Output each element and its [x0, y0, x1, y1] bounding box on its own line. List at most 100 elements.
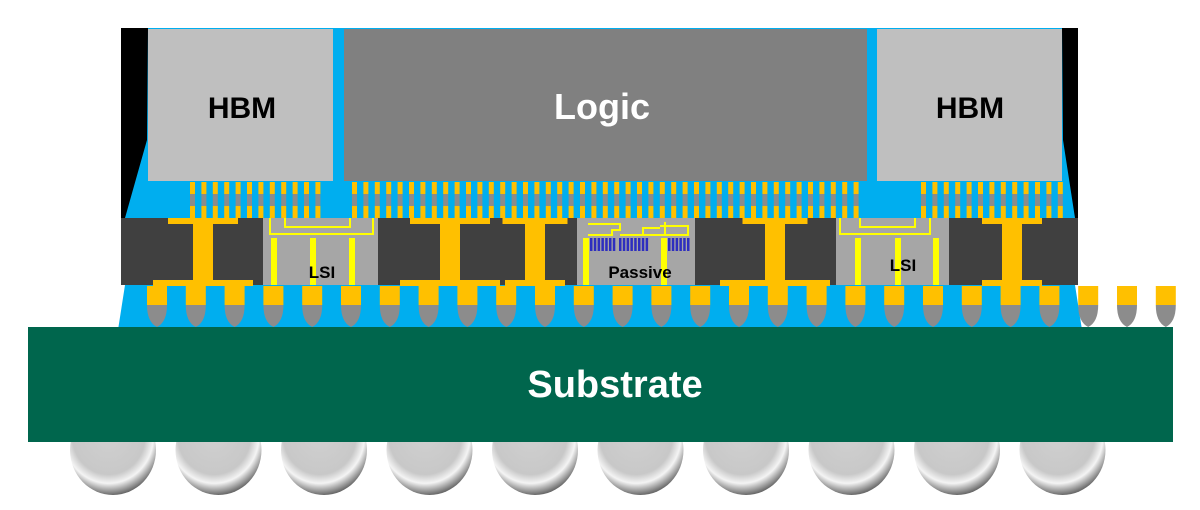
- micro-bump-pad: [545, 206, 551, 218]
- micro-bump-pad: [454, 206, 460, 218]
- c4-solder-cap: [612, 305, 633, 327]
- micro-bump-pad: [830, 206, 836, 218]
- micro-bump-pad: [751, 206, 756, 218]
- micro-bump-solder: [716, 194, 722, 206]
- micro-bump-pad: [269, 206, 275, 218]
- bridge-trace: [859, 218, 916, 228]
- c4-bump-pad: [496, 286, 517, 305]
- c4-solder-cap: [457, 305, 478, 327]
- c4-bump-array: [147, 286, 1176, 327]
- micro-bump-pad: [705, 206, 711, 218]
- micro-bump-pad: [500, 206, 506, 218]
- capacitor-cell: [679, 238, 682, 251]
- pillar-bottom-pad: [720, 280, 830, 286]
- micro-bump-pad: [796, 206, 802, 218]
- micro-bump-pad: [705, 182, 711, 194]
- micro-bump-pad: [671, 206, 677, 218]
- micro-bump-pad: [682, 182, 688, 194]
- capacitor-cell: [619, 238, 622, 251]
- c4-solder-cap: [884, 305, 905, 327]
- micro-bump-pad: [591, 206, 597, 218]
- micro-bump-pad: [443, 182, 449, 194]
- capacitor-cell: [645, 238, 649, 251]
- micro-bump-pad: [796, 182, 802, 194]
- micro-bump-pad: [511, 206, 517, 218]
- micro-bump-pad: [1057, 182, 1063, 194]
- micro-bump-pad: [374, 206, 380, 218]
- pillar-bottom-pad: [505, 280, 565, 286]
- micro-bump-pad: [568, 182, 574, 194]
- micro-bump-pad: [808, 206, 813, 218]
- micro-bump-pad: [235, 182, 241, 194]
- micro-bump-solder: [989, 194, 995, 206]
- c4-bump-pad: [263, 286, 284, 305]
- bridge-via: [661, 238, 667, 285]
- micro-bump-pad: [409, 206, 414, 218]
- micro-bump-pad: [190, 206, 195, 218]
- micro-bump-solder: [511, 194, 517, 206]
- micro-bump-pad: [773, 182, 779, 194]
- micro-bump-solder: [751, 194, 756, 206]
- c4-bump-pad: [1039, 286, 1060, 305]
- micro-bump-pad: [557, 206, 563, 218]
- micro-bump-pad: [762, 182, 768, 194]
- capacitor-cell: [605, 238, 608, 251]
- micro-bump-pad: [409, 182, 414, 194]
- micro-bump-solder: [591, 194, 597, 206]
- micro-bump-pad: [247, 206, 252, 218]
- micro-bump-pad: [315, 182, 321, 194]
- through-mold-via: [440, 218, 460, 285]
- micro-bump-pad: [466, 182, 471, 194]
- micro-bump-pad: [292, 206, 298, 218]
- micro-bump-solder: [224, 194, 230, 206]
- through-mold-via: [193, 218, 213, 285]
- bridge-trace: [839, 218, 931, 235]
- micro-bump-pad: [989, 182, 995, 194]
- micro-bump-pad: [443, 206, 449, 218]
- micro-bump-pad: [258, 206, 264, 218]
- c4-bump-pad: [884, 286, 905, 305]
- c4-bump-pad: [341, 286, 361, 305]
- micro-bump-solder: [190, 194, 195, 206]
- c4-solder-cap: [729, 305, 749, 327]
- micro-bump-pad: [648, 206, 654, 218]
- micro-bump-pad: [728, 182, 734, 194]
- micro-bump-pad: [659, 182, 665, 194]
- micro-bump-pad: [671, 182, 677, 194]
- micro-bump-pad: [420, 182, 426, 194]
- micro-bump-pad: [212, 206, 218, 218]
- micro-bump-pad: [477, 206, 483, 218]
- micro-bump-solder: [614, 194, 620, 206]
- micro-bump-solder: [201, 194, 207, 206]
- c4-bump-pad: [224, 286, 245, 305]
- micro-bump-pad: [1012, 182, 1018, 194]
- micro-bump-pad: [762, 206, 768, 218]
- micro-bump-pad: [943, 182, 949, 194]
- micro-bump-solder: [762, 194, 768, 206]
- capacitor-cell: [612, 238, 616, 251]
- micro-bump-solder: [1000, 194, 1006, 206]
- micro-bump-pad: [966, 206, 972, 218]
- micro-bump-pad: [978, 206, 983, 218]
- capacitor-cell: [630, 238, 633, 251]
- capacitor-cell: [671, 238, 675, 251]
- micro-bump-pad: [292, 182, 298, 194]
- micro-bump-pad: [966, 182, 972, 194]
- micro-bump-pad: [785, 206, 791, 218]
- micro-bump-pad: [247, 182, 252, 194]
- micro-bump-solder: [409, 194, 414, 206]
- c4-solder-cap: [224, 305, 245, 327]
- c4-solder-cap: [379, 305, 400, 327]
- bridge-traces: [269, 218, 939, 285]
- micro-bump-solder: [728, 194, 734, 206]
- micro-bump-solder: [955, 194, 961, 206]
- bridge-via: [349, 238, 355, 285]
- capacitor-cell: [668, 238, 671, 251]
- micro-bump-pad: [201, 182, 207, 194]
- c4-solder-cap: [767, 305, 788, 327]
- c4-solder-cap: [263, 305, 284, 327]
- micro-bump-pad: [534, 206, 540, 218]
- through-mold-via: [1002, 218, 1022, 285]
- passive-label: Passive: [608, 263, 671, 282]
- bridge-trace: [588, 223, 621, 236]
